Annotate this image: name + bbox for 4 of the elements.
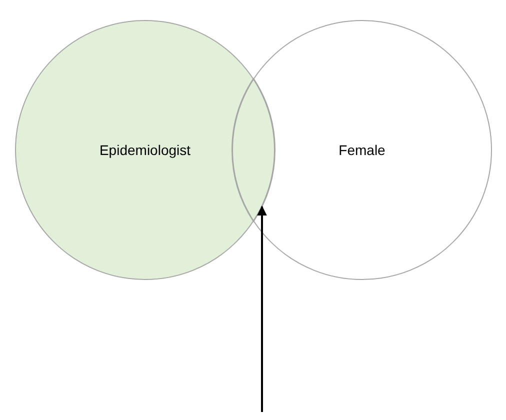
circle-label: Epidemiologist bbox=[99, 140, 191, 160]
overlap-region bbox=[232, 78, 276, 222]
arrow bbox=[257, 206, 267, 412]
circle-label: Female bbox=[338, 140, 386, 160]
